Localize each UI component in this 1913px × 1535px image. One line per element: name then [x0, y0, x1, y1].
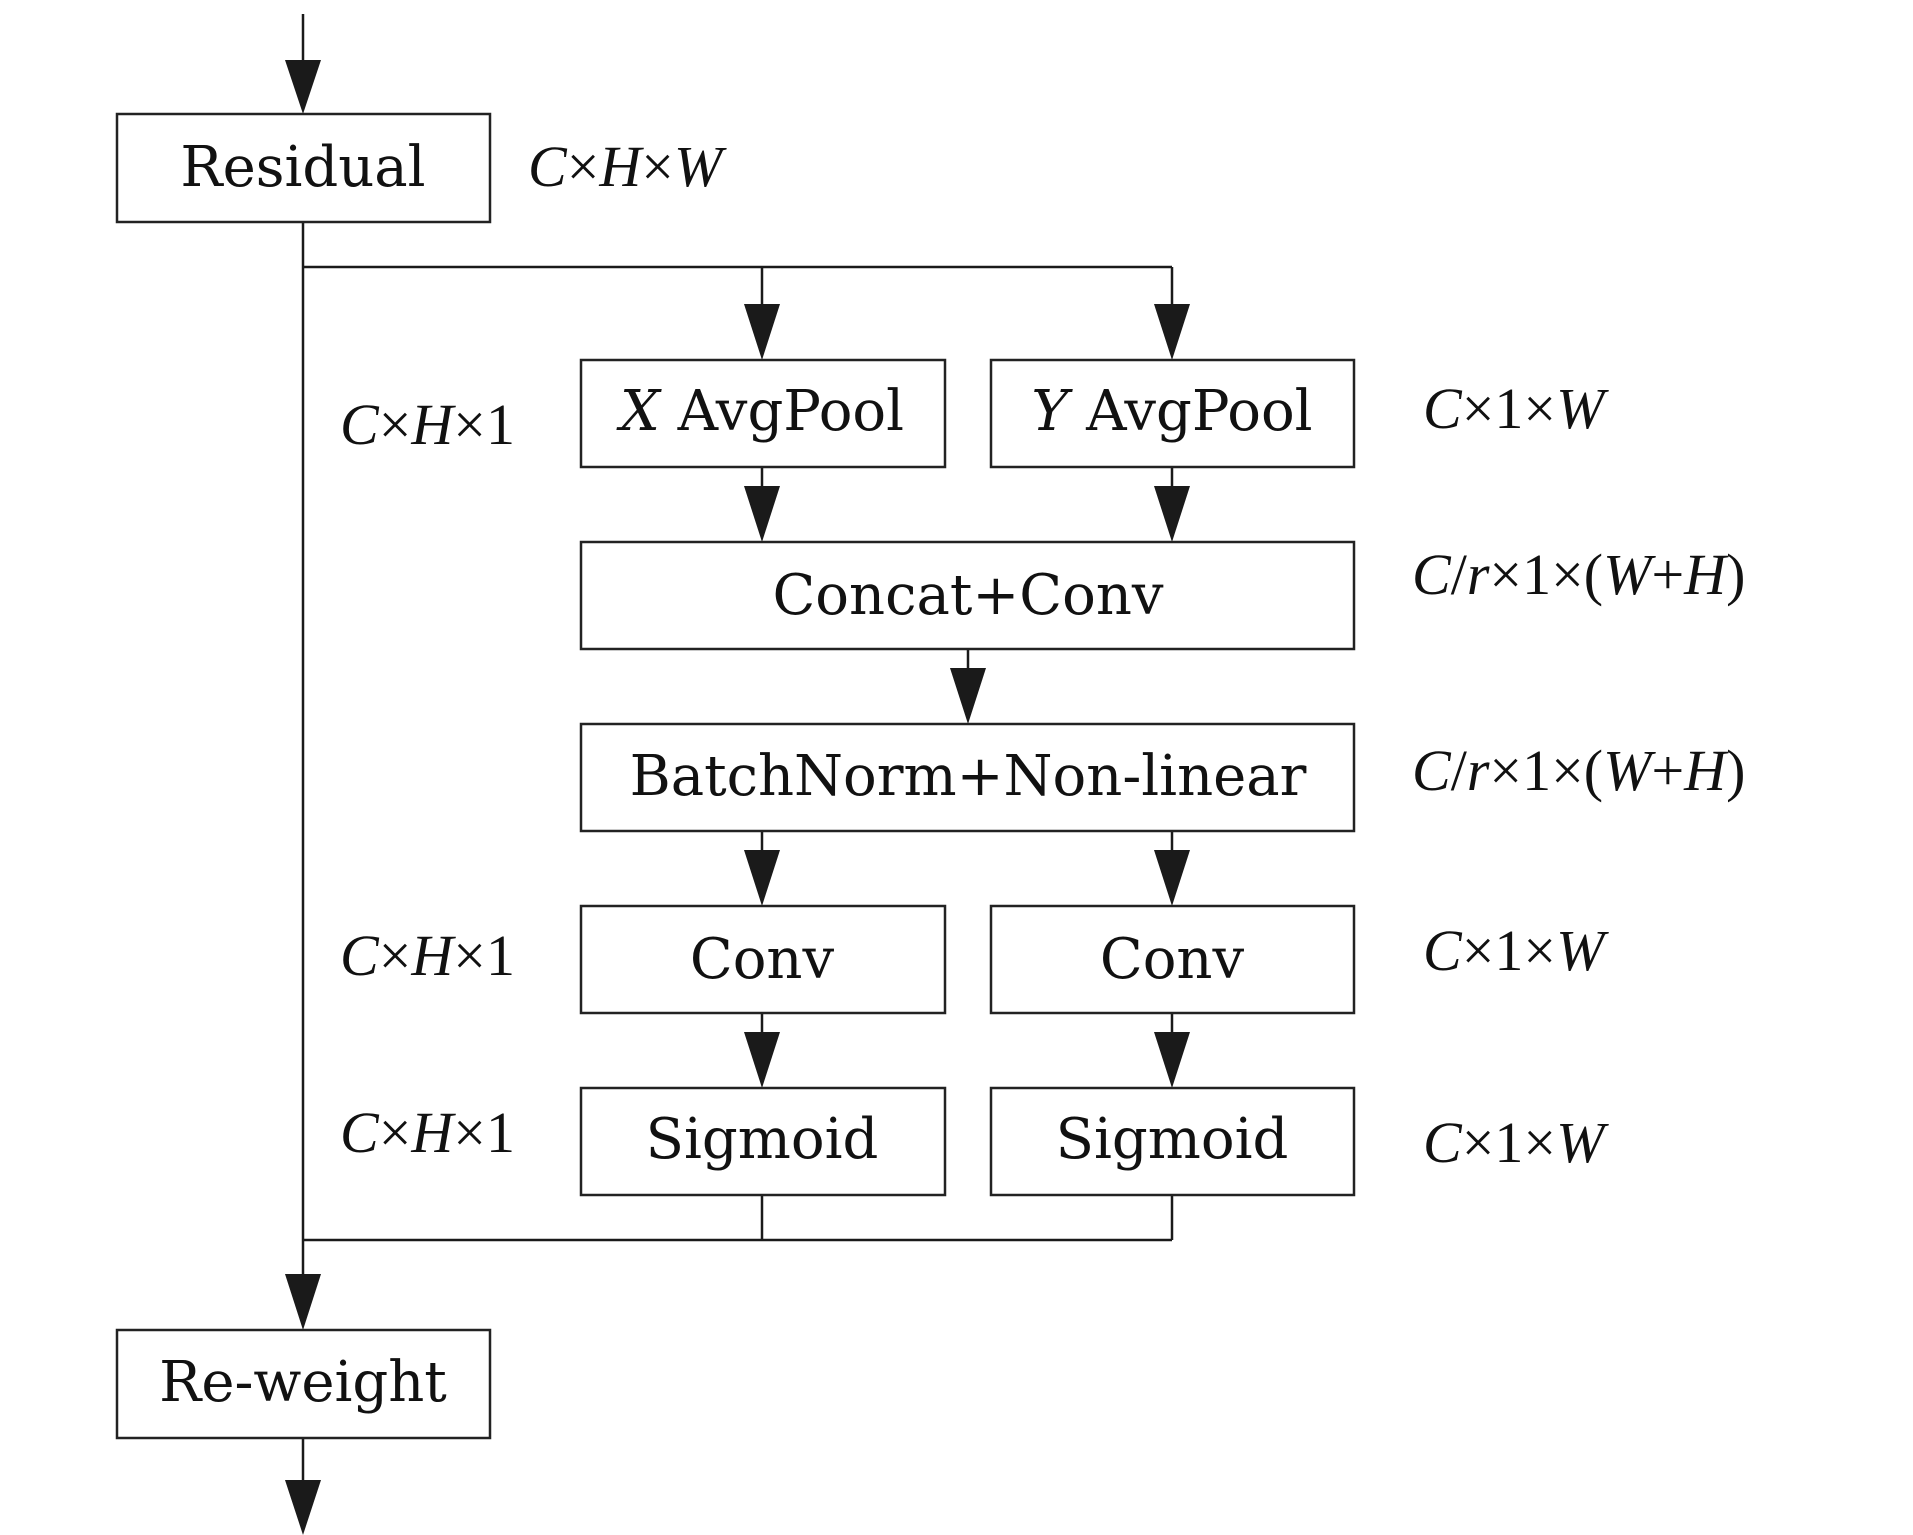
dim-residual: C×H×W — [528, 134, 727, 199]
conv-right-label: Conv — [1100, 927, 1245, 992]
dim-conv-left: C×H×1 — [340, 923, 515, 988]
sigmoid-left-label: Sigmoid — [646, 1107, 879, 1172]
dim-y-avgpool: C×1×W — [1423, 376, 1609, 441]
arrow-head-sigmoid-right — [1154, 1032, 1190, 1088]
y-avgpool-label: Y AvgPool — [1031, 379, 1312, 444]
dim-conv-right: C×1×W — [1423, 918, 1609, 983]
sigmoid-right-block: Sigmoid — [989, 1086, 1356, 1197]
dim-x-avgpool: C×H×1 — [340, 392, 515, 457]
arrow-heads — [285, 60, 1190, 1535]
arrow-head-sigmoid-left — [744, 1032, 780, 1088]
arrow-head-bn — [950, 668, 986, 724]
x-avgpool-block: X AvgPool — [579, 358, 947, 469]
dim-sigmoid-right: C×1×W — [1423, 1110, 1609, 1175]
conv-left-label: Conv — [690, 927, 835, 992]
reweight-label: Re-weight — [159, 1350, 447, 1415]
concat-conv-block: Concat+Conv — [579, 540, 1356, 651]
conv-right-block: Conv — [989, 904, 1356, 1015]
y-avgpool-block: Y AvgPool — [989, 358, 1356, 469]
arrow-head-output — [285, 1480, 321, 1535]
arrow-head-conv-right — [1154, 850, 1190, 906]
reweight-block: Re-weight — [115, 1328, 492, 1440]
x-avgpool-label: X AvgPool — [616, 379, 904, 444]
concat-conv-label: Concat+Conv — [772, 563, 1163, 628]
arrow-head-ypool — [1154, 304, 1190, 360]
sigmoid-left-block: Sigmoid — [579, 1086, 947, 1197]
batchnorm-block: BatchNorm+Non-linear — [579, 722, 1356, 833]
dim-sigmoid-left: C×H×1 — [340, 1100, 515, 1165]
dim-concat: C/r×1×(W+H) — [1412, 542, 1745, 607]
arrow-head-conv-left — [744, 850, 780, 906]
connectors — [301, 14, 1174, 1490]
arrow-head-reweight — [285, 1274, 321, 1330]
residual-label: Residual — [180, 135, 425, 200]
arrow-head-concat-right — [1154, 486, 1190, 542]
arrow-head-concat-left — [744, 486, 780, 542]
dim-batchnorm: C/r×1×(W+H) — [1412, 738, 1745, 803]
conv-left-block: Conv — [579, 904, 947, 1015]
residual-block: Residual — [115, 112, 492, 224]
arrow-head-xpool — [744, 304, 780, 360]
batchnorm-label: BatchNorm+Non-linear — [630, 744, 1307, 809]
arrow-head-input — [285, 60, 321, 114]
sigmoid-right-label: Sigmoid — [1056, 1107, 1289, 1172]
